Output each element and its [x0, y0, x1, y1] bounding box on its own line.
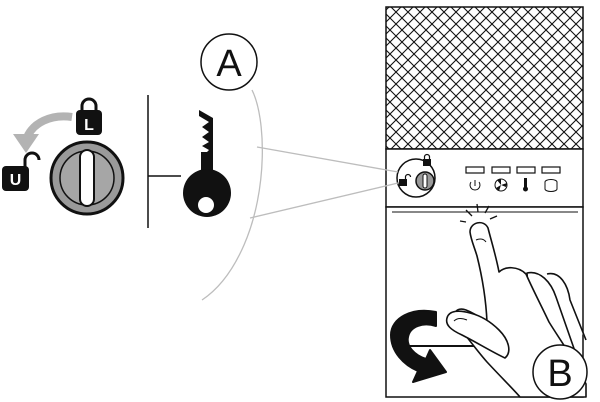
panel-lock-unlocked-icon	[399, 173, 412, 186]
panel-lock	[396, 153, 436, 198]
callout-b: B	[532, 344, 588, 400]
lock-cylinder	[49, 140, 125, 216]
rotate-arrow-head-icon	[13, 134, 39, 153]
keyhole	[79, 149, 95, 207]
led-power	[465, 166, 485, 174]
led-temperature	[516, 166, 536, 174]
led-drive	[541, 166, 561, 174]
locked-label: L	[84, 117, 94, 134]
key-icon	[183, 110, 231, 217]
padlock-open-icon: U	[2, 151, 41, 191]
status-leds	[465, 166, 561, 174]
callout-a-label: A	[216, 43, 242, 85]
led-fan	[491, 166, 511, 174]
lock-detail: L U	[2, 95, 231, 228]
unlocked-label: U	[10, 172, 22, 189]
power-icon	[469, 180, 481, 191]
callout-b-label: B	[547, 353, 572, 395]
door-swing-arrow-icon	[390, 309, 447, 383]
thermometer-icon	[523, 178, 528, 192]
drive-icon	[544, 179, 558, 192]
callout-a-leaders	[201, 89, 399, 301]
callout-a: A	[200, 33, 258, 91]
padlock-closed-icon: L	[76, 97, 102, 135]
fan-icon	[494, 178, 508, 192]
press-indicator-icon	[459, 203, 498, 223]
panel-lock-locked-icon	[423, 153, 431, 166]
front-mesh-grille	[385, 6, 584, 150]
